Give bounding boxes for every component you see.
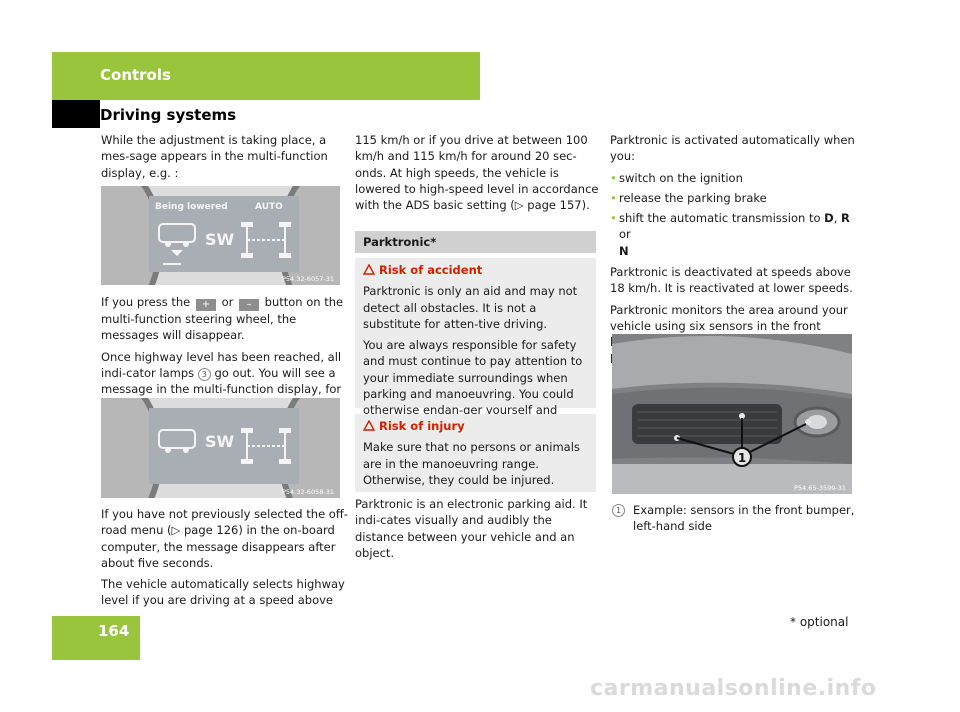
plus-button-icon: +	[195, 299, 216, 311]
list-item: shift the automatic transmission to D, R…	[610, 210, 858, 259]
warning-content: Risk of accident Parktronic is only an a…	[362, 262, 593, 440]
warning-title: Risk of accident	[379, 263, 483, 277]
header-band	[52, 52, 480, 100]
paragraph-activated: Parktronic is activated automatically wh…	[610, 133, 855, 164]
header-subsection-title: Driving systems	[100, 106, 237, 124]
vehicle-level-icon	[158, 428, 291, 464]
paragraph-press-button: If you press the + or – button on the mu…	[101, 294, 349, 344]
warning-text: Make sure that no persons or animals are…	[363, 440, 580, 487]
caption-row: 1 Example: sensors in the front bumper, …	[612, 502, 860, 535]
gear-d: D	[824, 211, 834, 226]
watermark: carmanualsonline.info	[590, 676, 877, 701]
gear-n: N	[619, 243, 629, 258]
lcd-screen: Being lowered AUTO SW	[149, 196, 299, 272]
image-code: P54.32-6058-31	[281, 488, 334, 496]
section-heading-parktronic: Parktronic*	[355, 231, 596, 253]
paragraph-speeds: 115 km/h or if you drive at between 100 …	[355, 133, 599, 213]
paragraph-auto-highway: The vehicle automatically selects highwa…	[101, 577, 345, 608]
display-image-highway-level: SW P54.32-6058-31	[101, 398, 340, 498]
text-segment: Once highway level has been reached, all…	[101, 349, 342, 380]
paragraph-deactivated: Parktronic is deactivated at speeds abov…	[610, 265, 853, 296]
warning-triangle-icon	[362, 263, 376, 275]
column-2-bottom: Parktronic is an electronic parking aid.…	[355, 496, 599, 566]
vehicle-level-icon	[158, 222, 291, 265]
column-1-bottom: If you have not previously selected the …	[101, 506, 349, 614]
column-1: While the adjustment is taking place, a …	[101, 132, 349, 186]
column-2: 115 km/h or if you drive at between 100 …	[355, 132, 599, 218]
warning-content: Risk of injury Make sure that no persons…	[362, 418, 593, 493]
activation-list: switch on the ignition release the parki…	[610, 170, 858, 259]
warning-heading: Risk of injury	[362, 418, 593, 434]
page-number: 164	[98, 622, 130, 640]
lcd-auto-text: AUTO	[255, 202, 283, 212]
text-segment: or	[221, 295, 234, 309]
warning-heading: Risk of accident	[362, 262, 593, 278]
warning-text: Parktronic is only an aid and may not de…	[363, 284, 578, 331]
minus-button-icon: –	[238, 299, 259, 311]
image-code: P54.32-6057-31	[281, 275, 334, 283]
text-segment: button on the multi-function steering wh…	[101, 295, 344, 343]
footnote-optional: * optional	[790, 615, 849, 629]
warning-title: Risk of injury	[379, 419, 465, 433]
warning-box-injury: Risk of injury Make sure that no persons…	[355, 414, 596, 492]
caption-text: Example: sensors in the front bumper, le…	[633, 503, 855, 534]
warning-triangle-icon	[362, 419, 376, 431]
paragraph-adjustment: While the adjustment is taking place, a …	[101, 133, 328, 180]
header-marker	[52, 100, 100, 128]
list-item: switch on the ignition	[610, 170, 858, 187]
section-title: Parktronic*	[363, 235, 437, 249]
list-item: release the parking brake	[610, 190, 858, 207]
bumper-illustration: 1	[612, 334, 852, 494]
lcd-sw-text: SW	[205, 432, 235, 451]
text-segment: If you press the	[101, 295, 191, 309]
lcd-screen: SW	[149, 408, 299, 484]
text-segment: or	[619, 227, 631, 242]
warning-text: You are always responsible for safety an…	[363, 338, 583, 433]
display-image-being-lowered: Being lowered AUTO SW P54.32-6057-31	[101, 186, 340, 285]
ref-number-icon: 1	[612, 504, 625, 517]
paragraph-offroad: If you have not previously selected the …	[101, 507, 348, 570]
ref-number-icon: 3	[197, 367, 211, 381]
photo-front-bumper-sensors: 1 P54.65-3599-31	[612, 334, 852, 494]
warning-box-accident: Risk of accident Parktronic is only an a…	[355, 258, 596, 434]
suspension-axle-icon	[241, 428, 291, 464]
header-section-title: Controls	[100, 66, 171, 84]
page-number-band	[52, 616, 140, 660]
image-code: P54.65-3599-31	[793, 484, 846, 492]
suspension-axle-icon	[241, 222, 291, 258]
gear-r: R	[841, 211, 850, 226]
text-segment: shift the automatic transmission to	[619, 211, 821, 226]
photo-caption: 1 Example: sensors in the front bumper, …	[612, 502, 860, 535]
photo-callout-number: 1	[738, 451, 746, 465]
lcd-message-text: Being lowered	[155, 202, 228, 212]
lcd-sw-text: SW	[205, 230, 235, 249]
paragraph-parktronic-aid: Parktronic is an electronic parking aid.…	[355, 497, 588, 560]
